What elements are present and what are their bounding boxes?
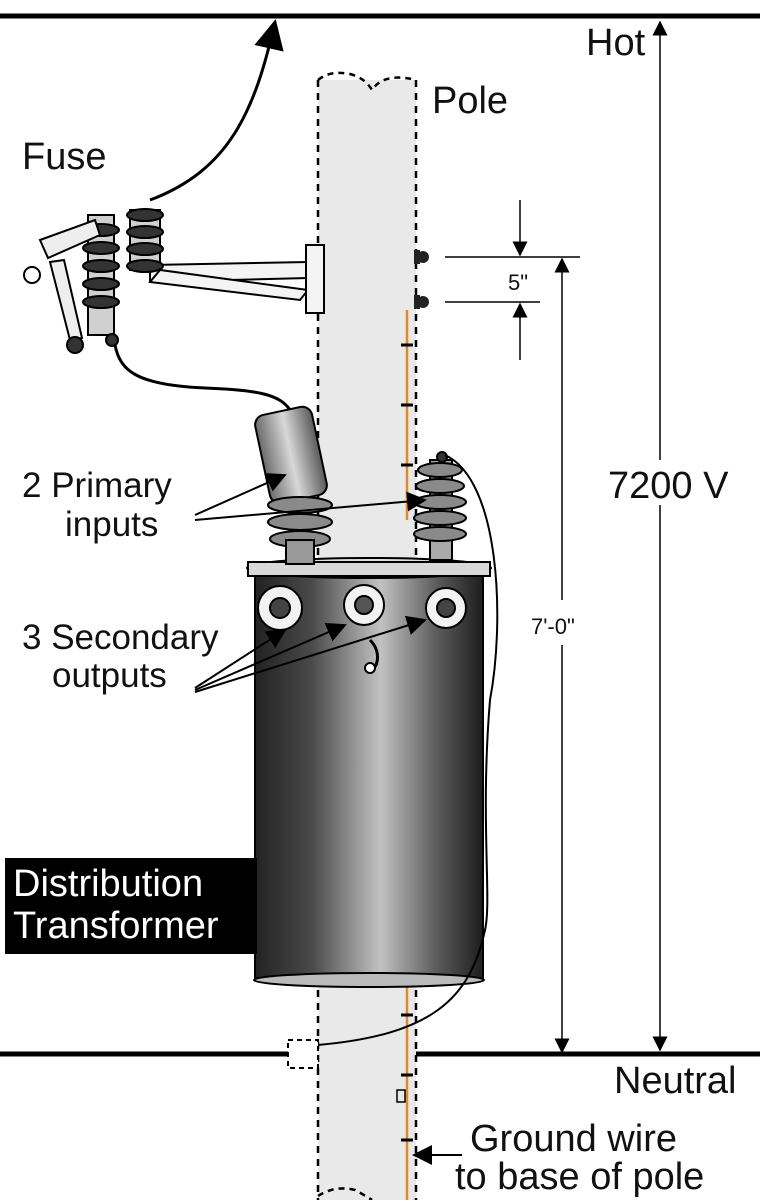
fuse-label: Fuse — [22, 136, 107, 178]
pole-ground-bracket — [287, 1039, 319, 1069]
fuse-supply-wire — [149, 19, 284, 202]
transformer-title-line2: Transformer — [13, 904, 219, 947]
pole-bolts — [414, 250, 429, 309]
pole-label: Pole — [432, 80, 509, 122]
secondary-terminals — [257, 584, 467, 674]
primary-label-line2: inputs — [65, 505, 159, 544]
transformer-title-line1: Distribution — [13, 863, 204, 905]
voltage-label: 7200 V — [608, 465, 729, 507]
height-label: 7'-0" — [531, 614, 575, 639]
primary-label-line1: 2 Primary — [22, 466, 172, 505]
primary-callout-arrows — [194, 473, 427, 521]
ground-label-line1: Ground wire — [470, 1118, 677, 1160]
fuse-cutout — [23, 208, 164, 354]
spacing-label: 5" — [508, 270, 529, 295]
fuse-to-bushing-wire — [113, 344, 292, 411]
secondary-label-line2: outputs — [52, 656, 167, 695]
secondary-label-line1: 3 Secondary — [22, 618, 219, 657]
spacing-dimension — [445, 200, 580, 360]
neutral-label: Neutral — [614, 1060, 737, 1102]
secondary-callout-arrows — [194, 615, 427, 693]
hot-label: Hot — [586, 22, 646, 64]
ground-label-line2: to base of pole — [455, 1156, 705, 1198]
primary-bushing-right — [413, 451, 467, 561]
neutral-jumper-wire — [317, 454, 499, 1046]
crossarm-bracket — [148, 244, 325, 314]
transformer-title-box: Distribution Transformer — [5, 858, 257, 954]
ground-wire — [396, 310, 413, 1200]
